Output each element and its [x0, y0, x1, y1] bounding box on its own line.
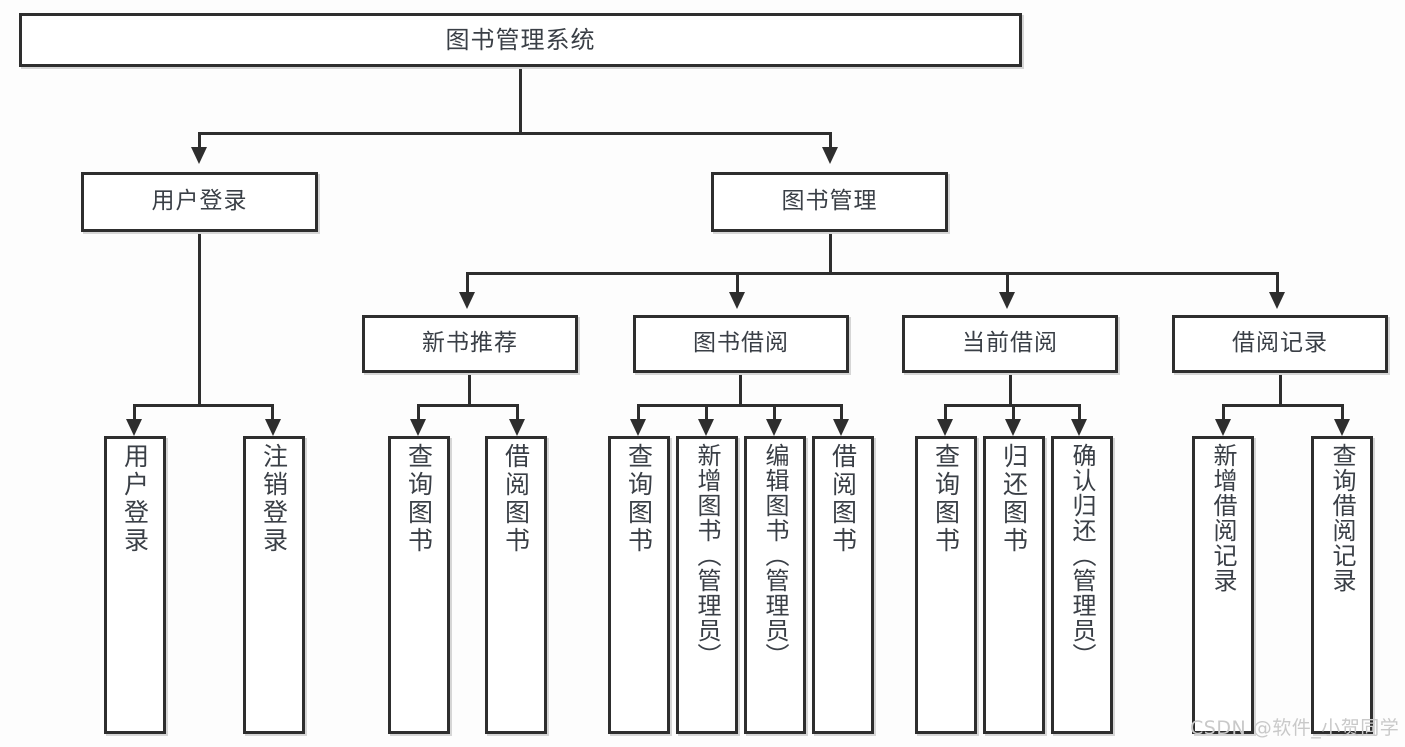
arrowhead-borrowrecord-2: [1334, 419, 1350, 436]
connector-currentborrow-drop-3: [1078, 404, 1081, 419]
arrowhead-currentborrow-3: [1071, 419, 1087, 436]
connector-borrowrecord-bus: [1222, 404, 1344, 407]
leaf-bookborrow-add-book[interactable]: 新增图书（管理员）: [676, 436, 738, 734]
node-user-login-label: 用户登录: [151, 188, 248, 215]
arrowhead-currentborrow-2: [1005, 419, 1021, 436]
leaf-currentborrow-return-book[interactable]: 归还图书: [983, 436, 1045, 734]
connector-root-bus: [198, 132, 832, 135]
leaf-bookborrow-query-book-label: 查询图书: [624, 443, 654, 555]
node-root-system[interactable]: 图书管理系统: [19, 13, 1022, 67]
connector-borrowrecord-drop-2: [1341, 404, 1344, 419]
leaf-currentborrow-query-book-label: 查询图书: [931, 443, 961, 555]
leaf-newbook-borrow-book[interactable]: 借阅图书: [485, 436, 547, 734]
connector-bookmanage-bus: [466, 272, 1278, 275]
connector-currentborrow-drop-1: [944, 404, 947, 419]
arrowhead-book-manage: [822, 147, 838, 164]
arrowhead-currentborrow-1: [937, 419, 953, 436]
leaf-user-login-label: 用户登录: [120, 443, 150, 555]
node-book-borrow[interactable]: 图书借阅: [633, 315, 849, 373]
connector-bookborrow-drop-3: [773, 404, 776, 419]
node-book-management-label: 图书管理: [781, 188, 878, 215]
connector-bookborrow-stem: [739, 373, 742, 404]
connector-bookborrow-drop-1: [637, 404, 640, 419]
leaf-currentborrow-query-book[interactable]: 查询图书: [915, 436, 977, 734]
connector-bookmanage-drop-2: [736, 272, 739, 292]
leaf-bookborrow-borrow-book[interactable]: 借阅图书: [812, 436, 874, 734]
connector-bookmanage-drop-4: [1276, 272, 1279, 292]
arrowhead-newbook-query: [410, 419, 426, 436]
leaf-bookborrow-edit-book[interactable]: 编辑图书（管理员）: [744, 436, 806, 734]
leaf-logout-label: 注销登录: [259, 443, 289, 555]
arrowhead-user-login: [191, 147, 207, 164]
leaf-currentborrow-return-book-label: 归还图书: [999, 443, 1029, 555]
connector-bookborrow-drop-2: [705, 404, 708, 419]
connector-userlogin-stem: [198, 232, 201, 404]
leaf-newbook-query-book[interactable]: 查询图书: [388, 436, 450, 734]
leaf-bookborrow-edit-book-label: 编辑图书（管理员）: [761, 443, 789, 668]
connector-bookmanage-stem: [829, 232, 832, 272]
arrowhead-borrowrecord-1: [1215, 419, 1231, 436]
connector-newbook-bus: [417, 404, 519, 407]
node-new-book-recommend-label: 新书推荐: [422, 330, 518, 357]
connector-root-drop-right: [829, 132, 832, 147]
leaf-bookborrow-query-book[interactable]: 查询图书: [608, 436, 670, 734]
connector-bookborrow-bus: [637, 404, 843, 407]
leaf-borrowrecord-query-record[interactable]: 查询借阅记录: [1311, 436, 1373, 734]
node-borrow-record-label: 借阅记录: [1232, 330, 1328, 357]
connector-bookborrow-drop-4: [840, 404, 843, 419]
connector-newbook-stem: [468, 373, 471, 404]
arrowhead-bookborrow-2: [698, 419, 714, 436]
arrowhead-leaf-logout: [265, 419, 281, 436]
connector-currentborrow-stem: [1009, 373, 1012, 404]
arrowhead-new-book: [459, 292, 475, 309]
connector-root-drop-left: [198, 132, 201, 147]
arrowhead-current-borrow: [999, 292, 1015, 309]
leaf-borrowrecord-add-record[interactable]: 新增借阅记录: [1192, 436, 1254, 734]
connector-currentborrow-drop-2: [1012, 404, 1015, 419]
connector-newbook-drop-1: [417, 404, 420, 419]
node-user-login[interactable]: 用户登录: [81, 172, 318, 232]
connector-borrowrecord-drop-1: [1222, 404, 1225, 419]
node-book-borrow-label: 图书借阅: [693, 330, 789, 357]
node-current-borrow[interactable]: 当前借阅: [902, 315, 1118, 373]
arrowhead-borrow-record: [1269, 292, 1285, 309]
leaf-currentborrow-confirm-return[interactable]: 确认归还（管理员）: [1051, 436, 1113, 734]
connector-newbook-drop-2: [516, 404, 519, 419]
leaf-bookborrow-add-book-label: 新增图书（管理员）: [693, 443, 721, 668]
connector-userlogin-drop-2: [271, 404, 274, 419]
leaf-bookborrow-borrow-book-label: 借阅图书: [828, 443, 858, 555]
leaf-borrowrecord-add-record-label: 新增借阅记录: [1209, 443, 1237, 593]
arrowhead-bookborrow-1: [630, 419, 646, 436]
leaf-borrowrecord-query-record-label: 查询借阅记录: [1328, 443, 1356, 593]
node-borrow-record[interactable]: 借阅记录: [1172, 315, 1388, 373]
connector-userlogin-bus: [133, 404, 274, 407]
node-current-borrow-label: 当前借阅: [962, 330, 1058, 357]
node-book-management[interactable]: 图书管理: [711, 172, 948, 232]
leaf-logout[interactable]: 注销登录: [243, 436, 305, 734]
connector-userlogin-drop-1: [133, 404, 136, 419]
leaf-user-login[interactable]: 用户登录: [104, 436, 166, 734]
connector-root-stem: [519, 67, 522, 132]
csdn-watermark: CSDN @软件_小贺同学: [1190, 717, 1400, 739]
arrowhead-book-borrow: [729, 292, 745, 309]
leaf-currentborrow-confirm-return-label: 确认归还（管理员）: [1068, 443, 1096, 668]
connector-borrowrecord-stem: [1279, 373, 1282, 404]
node-new-book-recommend[interactable]: 新书推荐: [362, 315, 578, 373]
arrowhead-newbook-borrow: [509, 419, 525, 436]
leaf-newbook-query-book-label: 查询图书: [404, 443, 434, 555]
leaf-newbook-borrow-book-label: 借阅图书: [501, 443, 531, 555]
connector-bookmanage-drop-3: [1006, 272, 1009, 292]
node-root-label: 图书管理系统: [445, 25, 596, 54]
arrowhead-bookborrow-3: [766, 419, 782, 436]
arrowhead-leaf-user-login: [126, 419, 142, 436]
connector-bookmanage-drop-1: [466, 272, 469, 292]
arrowhead-bookborrow-4: [833, 419, 849, 436]
